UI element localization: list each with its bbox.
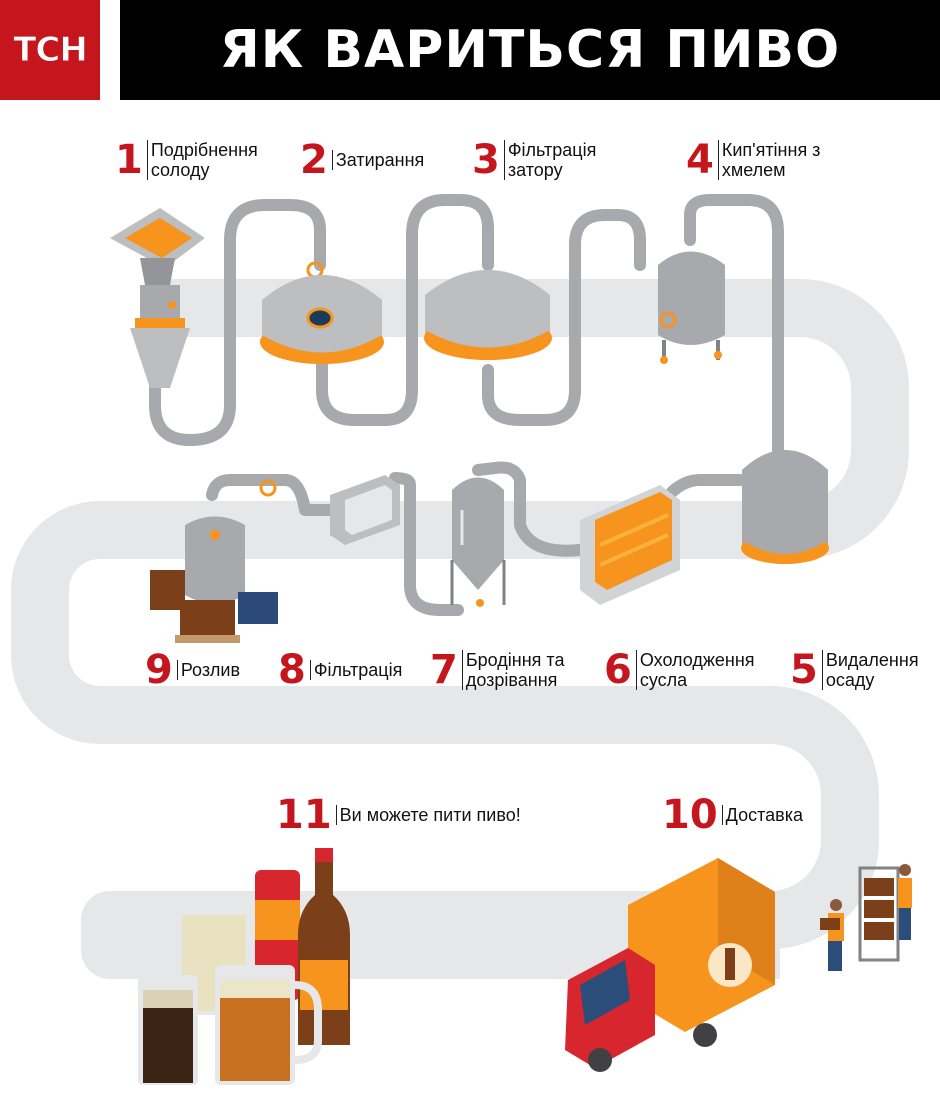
pipes [149,194,784,616]
step-number: 9 [145,647,173,693]
title-bar: ЯК ВАРИТЬСЯ ПИВО [120,0,940,100]
step-3: 3 Фільтрація затору [472,140,596,180]
step-number: 6 [604,647,632,693]
step-label: Фільтрація затору [503,140,596,180]
step-1: 1 Подрібнення солоду [115,140,258,180]
step-label: Ви можете пити пиво! [335,805,521,825]
step-10: 10 Доставка [662,795,803,835]
step-label: Фільтрація [309,660,402,680]
tsn-logo[interactable]: ТСН [0,0,100,100]
logo-text: ТСН [13,30,89,71]
workers-with-cart-icon [820,864,912,971]
step-7: 7 Бродіння та дозрівання [430,650,564,690]
step-label: Розлив [176,660,240,680]
step-label: Доставка [721,805,803,825]
step-2: 2 Затирання [300,140,424,180]
step-number: 8 [278,647,306,693]
boil-kettle-icon [658,251,725,364]
step-6: 6 Охолодження сусла [604,650,755,690]
lauter-tun-icon [424,270,552,360]
step-number: 4 [686,137,714,183]
step-number: 2 [300,137,328,183]
step-number: 1 [115,137,143,183]
step-label: Охолодження сусла [635,650,755,690]
step-number: 11 [276,792,332,838]
step-label: Бродіння та дозрівання [461,650,564,690]
malt-mill-icon [110,208,205,388]
whirlpool-tank-icon [741,450,829,564]
step-number: 10 [662,792,718,838]
step-9: 9 Розлив [145,650,240,690]
wort-chiller-icon [580,485,680,605]
winding-road [11,279,909,979]
step-5: 5 Видалення осаду [790,650,919,690]
step-8: 8 Фільтрація [278,650,402,690]
header: ТСН ЯК ВАРИТЬСЯ ПИВО [0,0,940,100]
step-number: 7 [430,647,458,693]
step-label: Затирання [331,150,424,170]
step-4: 4 Кип'ятіння з хмелем [686,140,820,180]
delivery-truck-icon [565,858,775,1072]
step-label: Подрібнення солоду [146,140,258,180]
mash-tun-icon [260,275,384,364]
step-label: Видалення осаду [821,650,919,690]
page-title: ЯК ВАРИТЬСЯ ПИВО [219,20,841,80]
step-11: 11 Ви можете пити пиво! [276,795,521,835]
beer-glasses-icon [138,848,350,1085]
filter-icon [330,475,400,545]
step-number: 3 [472,137,500,183]
step-number: 5 [790,647,818,693]
step-label: Кип'ятіння з хмелем [717,140,820,180]
fermenter-icon [450,477,506,607]
keg-and-crates-icon [150,516,278,643]
